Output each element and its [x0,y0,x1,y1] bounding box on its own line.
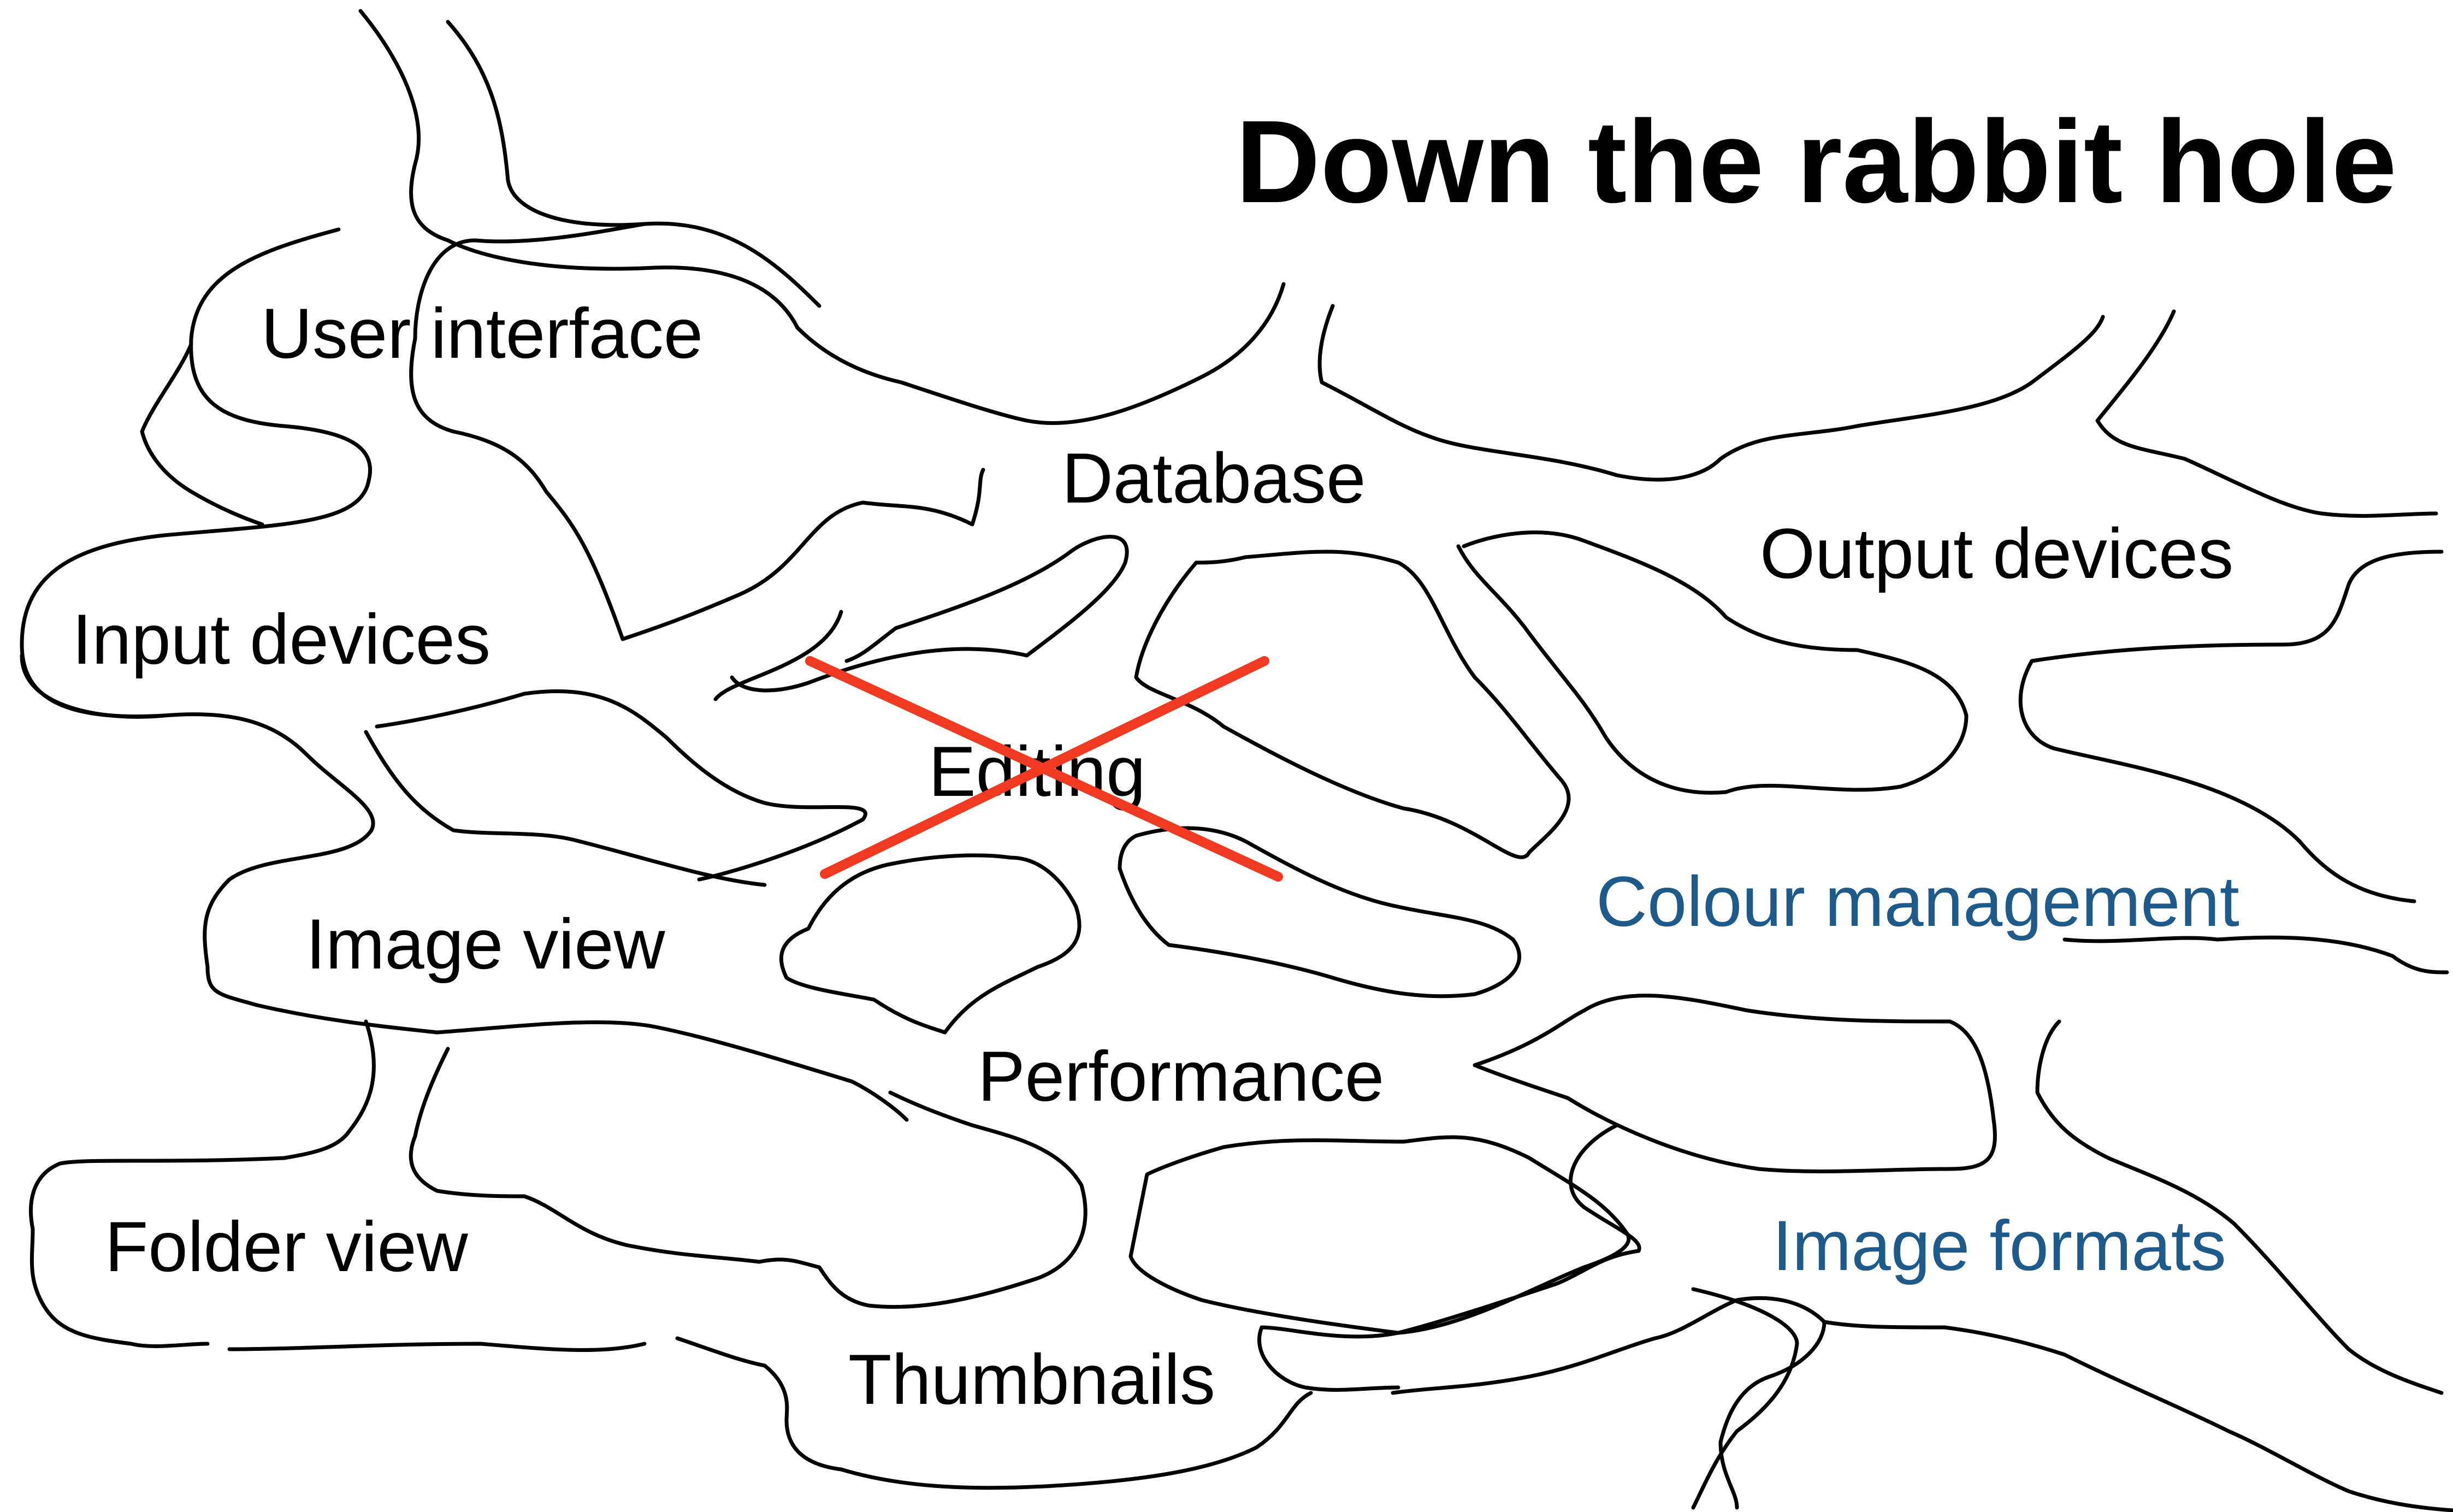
label-output-devices: Output devices [1760,513,2233,593]
label-colour-management: Colour management [1596,861,2239,941]
page-title: Down the rabbit hole [1236,96,2397,227]
editing-cross-out-mark [805,656,1283,882]
label-image-formats: Image formats [1772,1206,2226,1285]
label-thumbnails: Thumbnails [848,1339,1215,1419]
label-user-interface: User interface [261,293,703,373]
label-performance: Performance [978,1036,1384,1116]
burrow-walls [20,9,2453,1512]
label-database: Database [1062,438,1366,518]
label-image-view: Image view [306,904,666,984]
label-input-devices: Input devices [72,599,490,679]
label-folder-view: Folder view [105,1207,469,1286]
cross-stroke-2 [820,656,1269,879]
